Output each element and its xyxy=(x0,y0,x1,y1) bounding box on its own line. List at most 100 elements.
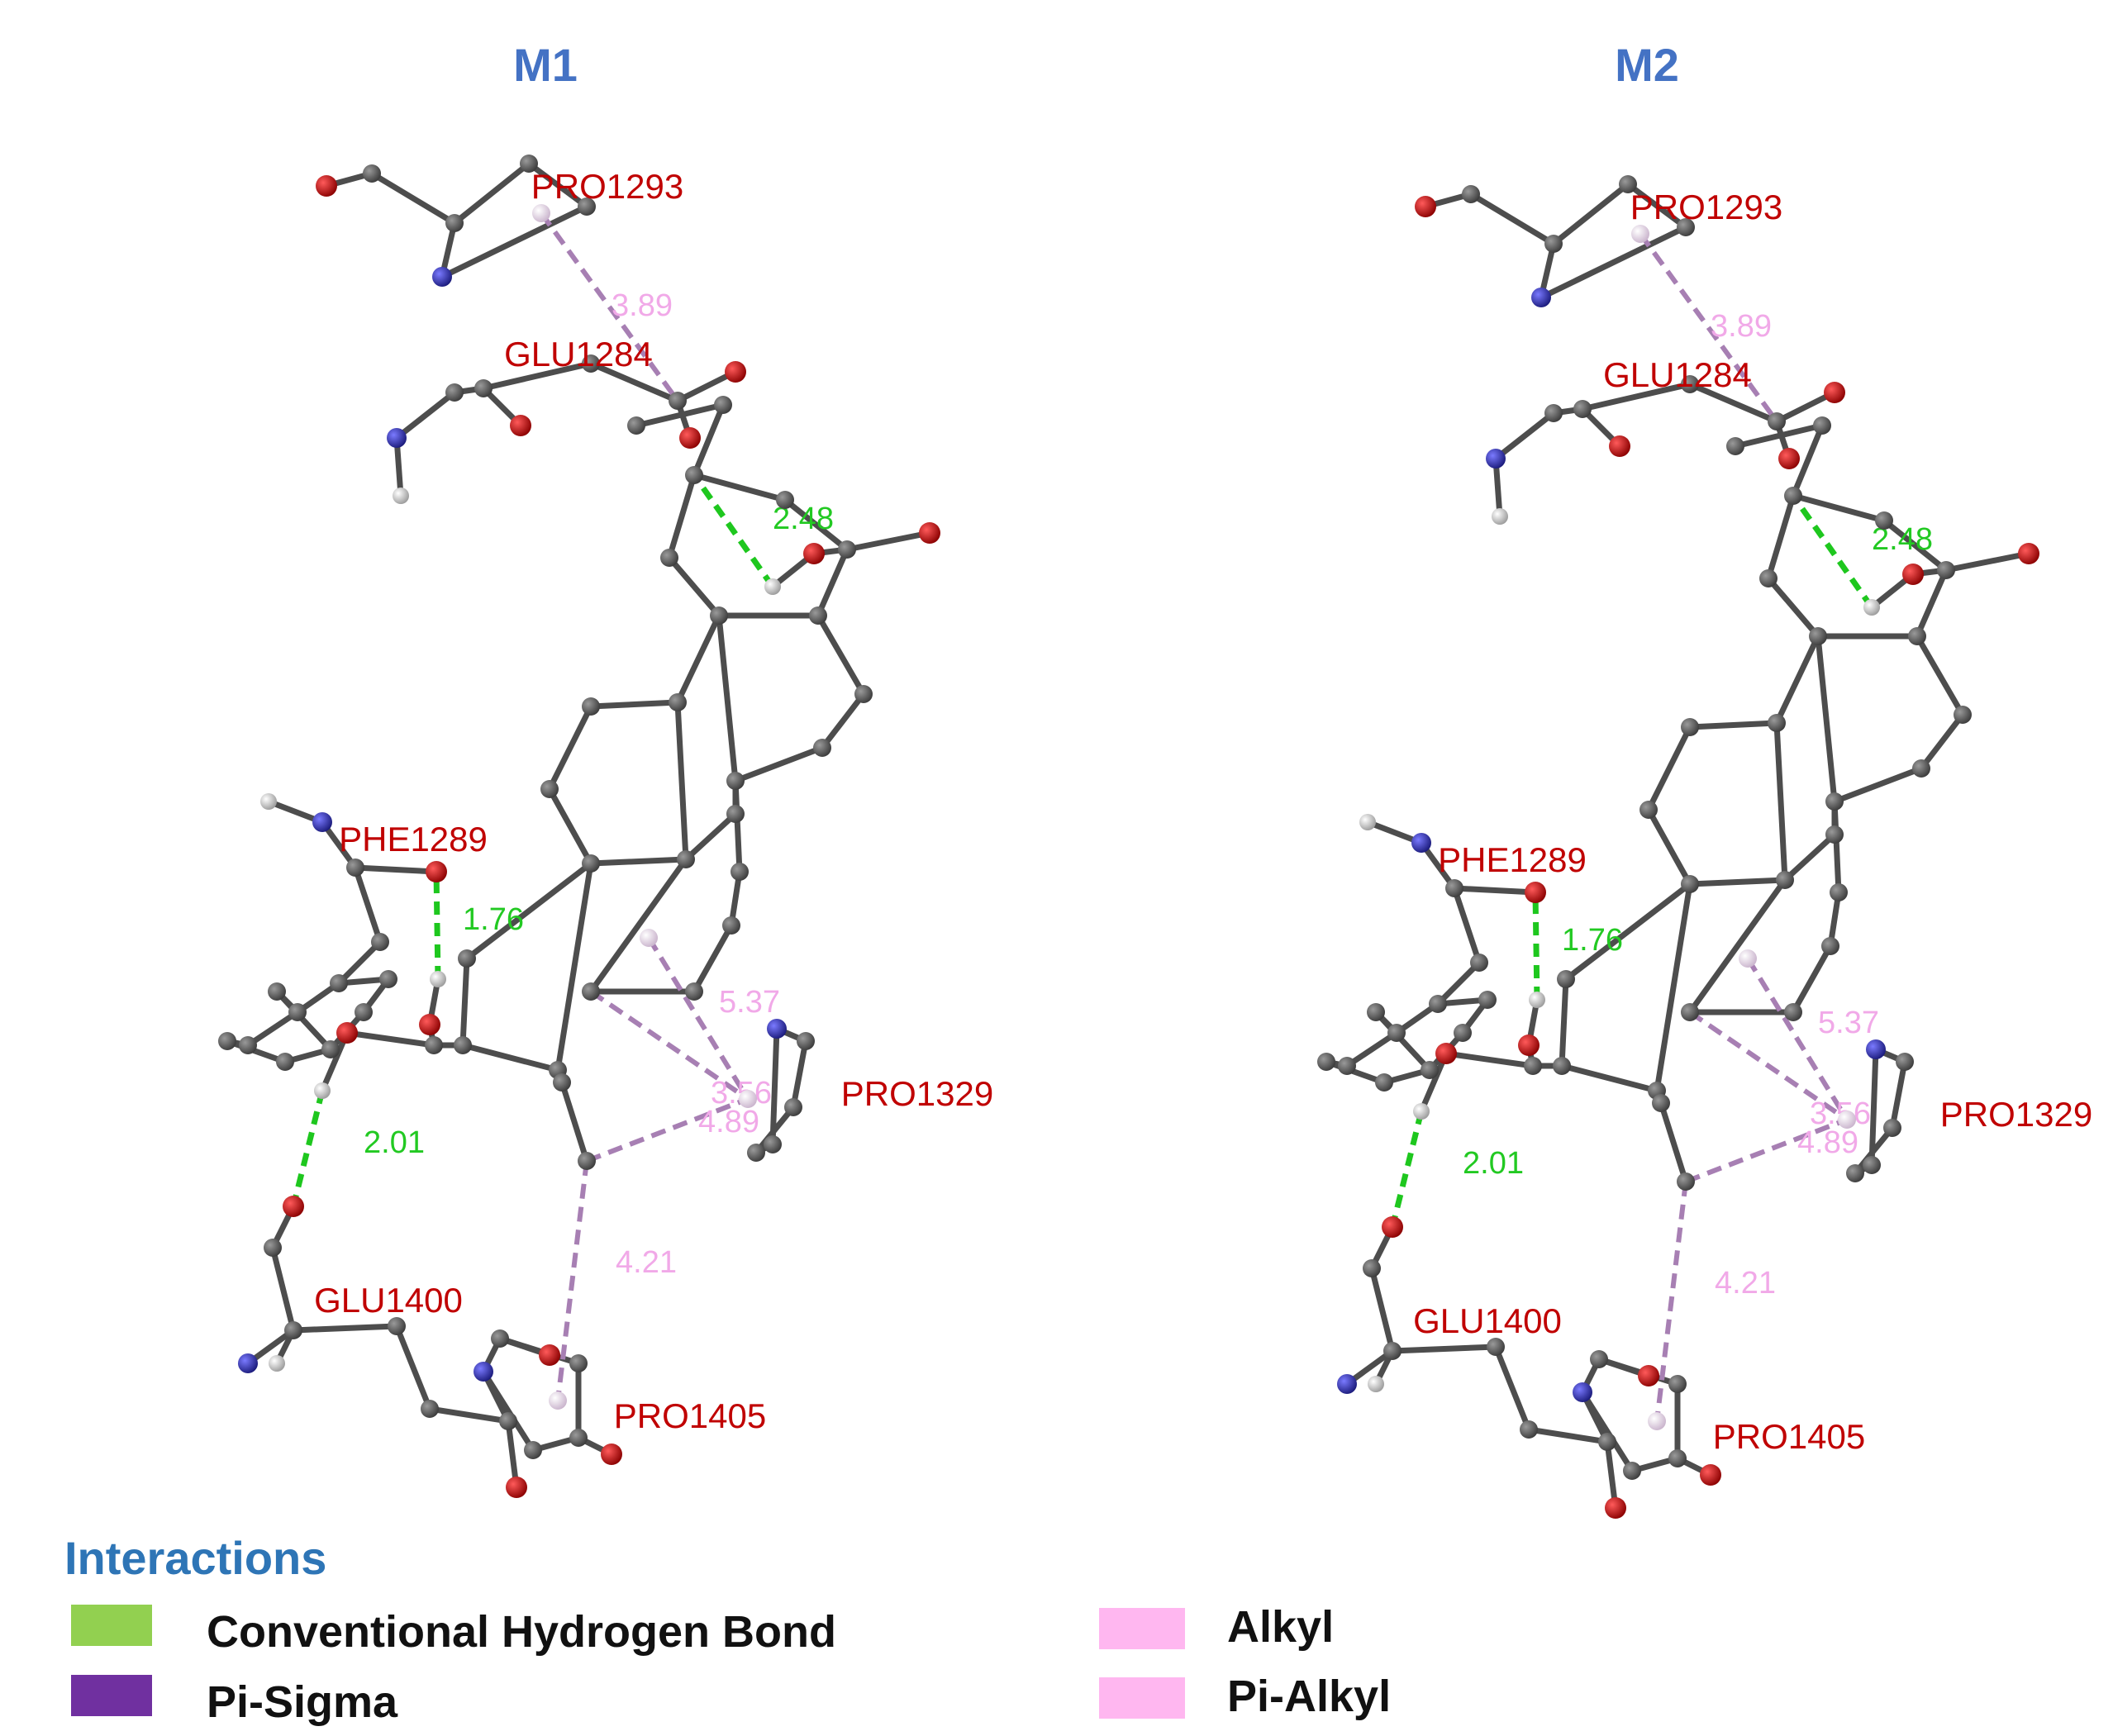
hydrophobic-distance-label: 4.89 xyxy=(698,1105,759,1139)
carbon-atom xyxy=(685,982,703,1001)
carbon-atom xyxy=(1668,1375,1687,1393)
panel-title-m2: M2 xyxy=(1615,39,1679,91)
carbon-atom xyxy=(764,1135,782,1153)
carbon-atom xyxy=(1652,1094,1670,1112)
carbon-atom xyxy=(726,805,745,823)
residue-label: PRO1329 xyxy=(1940,1095,2092,1134)
hydrophobic-distance-label: 5.37 xyxy=(719,985,780,1020)
hydrogen-bond-line xyxy=(1791,493,1874,610)
bond xyxy=(1443,1050,1536,1069)
carbon-atom xyxy=(1896,1053,1914,1071)
bond xyxy=(1790,943,1834,1015)
bond xyxy=(1881,517,1949,573)
bond xyxy=(1782,831,1838,883)
carbon-atom xyxy=(1338,1057,1356,1075)
carbon-atom xyxy=(1784,1003,1802,1021)
nitrogen-atom xyxy=(767,1019,787,1039)
nitrogen-atom xyxy=(238,1353,258,1373)
bond xyxy=(1790,422,1825,499)
bond xyxy=(1889,1058,1908,1131)
bond xyxy=(1492,410,1557,462)
bond xyxy=(588,856,689,867)
carbon-atom xyxy=(809,606,827,625)
bond xyxy=(588,360,681,404)
carbon-atom xyxy=(454,1036,472,1054)
carbon-atom xyxy=(288,1003,307,1021)
carbon-atom xyxy=(1937,561,1955,579)
oxygen-atom xyxy=(1778,448,1800,469)
bond xyxy=(1815,633,1838,805)
ring-centroid-atom xyxy=(1838,1111,1856,1129)
bond xyxy=(1596,1356,1681,1387)
hydrophobic-distance-label: 3.89 xyxy=(612,288,673,323)
legend-swatch-pi-alkyl xyxy=(1099,1677,1185,1719)
bond xyxy=(459,1042,561,1073)
bond xyxy=(732,778,743,875)
bond xyxy=(1579,381,1693,412)
bond xyxy=(1765,492,1797,582)
bond xyxy=(1732,422,1825,449)
oxygen-atom xyxy=(1415,196,1436,217)
carbon-atom xyxy=(520,155,538,173)
bond xyxy=(1344,1030,1400,1069)
oxygen-atom xyxy=(1518,1034,1540,1056)
carbon-atom xyxy=(1768,714,1786,732)
carbon-atom xyxy=(1462,185,1480,203)
nitrogen-atom xyxy=(1531,288,1551,307)
carbon-atom xyxy=(355,1003,373,1021)
carbon-atom xyxy=(1520,1420,1538,1439)
bond xyxy=(1831,765,1925,805)
carbon-atom xyxy=(776,491,794,509)
bond xyxy=(691,402,726,478)
hydrogen-atom xyxy=(269,1355,285,1372)
ring-centroid-atom xyxy=(1648,1412,1666,1430)
hydrophobic-interaction-line xyxy=(1745,957,1849,1121)
oxygen-atom xyxy=(426,861,447,882)
hydrophobic-interaction-line xyxy=(585,1096,750,1163)
carbon-atom xyxy=(1619,175,1637,193)
carbon-atom xyxy=(1759,569,1777,587)
carbon-atom xyxy=(1429,995,1447,1013)
carbon-atom xyxy=(499,1412,517,1430)
bond xyxy=(1645,806,1693,887)
carbon-atom xyxy=(838,540,856,559)
carbon-atom xyxy=(1375,1073,1393,1092)
bond xyxy=(815,612,867,697)
carbon-atom xyxy=(268,982,286,1001)
oxygen-atom xyxy=(1824,382,1845,403)
carbon-atom xyxy=(1825,825,1844,844)
carbon-atom xyxy=(1954,706,1972,724)
bond xyxy=(451,160,532,226)
carbon-atom xyxy=(747,1144,765,1162)
carbon-atom xyxy=(474,379,493,397)
residue-label: GLU1400 xyxy=(1413,1301,1562,1340)
nitrogen-atom xyxy=(1411,833,1431,853)
carbon-atom xyxy=(1681,718,1699,736)
hydrophobic-interaction-line xyxy=(1688,1010,1849,1122)
nitrogen-atom xyxy=(1866,1039,1886,1059)
hydrogen-bond-distance-label: 2.01 xyxy=(364,1125,425,1160)
panel-m2-molecule: 3.895.373.564.894.212.481.762.01PRO1293G… xyxy=(1317,175,2092,1519)
carbon-atom xyxy=(569,1354,588,1372)
carbon-atom xyxy=(330,974,348,992)
legend-title: Interactions xyxy=(64,1532,326,1584)
hydrophobic-distance-label: 4.21 xyxy=(616,1245,677,1280)
carbon-atom xyxy=(1677,218,1695,236)
carbon-atom xyxy=(524,1441,542,1459)
bond xyxy=(691,472,788,503)
hydrophobic-distance-label: 4.21 xyxy=(1715,1266,1776,1301)
carbon-atom xyxy=(685,466,703,484)
carbon-atom xyxy=(1912,759,1930,778)
carbon-atom xyxy=(797,1032,815,1050)
carbon-atom xyxy=(578,197,596,216)
bond xyxy=(224,1038,288,1065)
carbon-atom xyxy=(1573,400,1592,418)
panel-m1-molecule: 3.895.373.564.894.212.481.762.01PRO1293G… xyxy=(218,155,993,1498)
bond xyxy=(1687,381,1780,425)
ring-centroid-atom xyxy=(640,929,658,947)
carbon-atom xyxy=(1863,1156,1881,1174)
oxygen-atom xyxy=(803,543,825,564)
bond xyxy=(1868,1046,1879,1168)
residue-label: PHE1289 xyxy=(1438,840,1587,879)
